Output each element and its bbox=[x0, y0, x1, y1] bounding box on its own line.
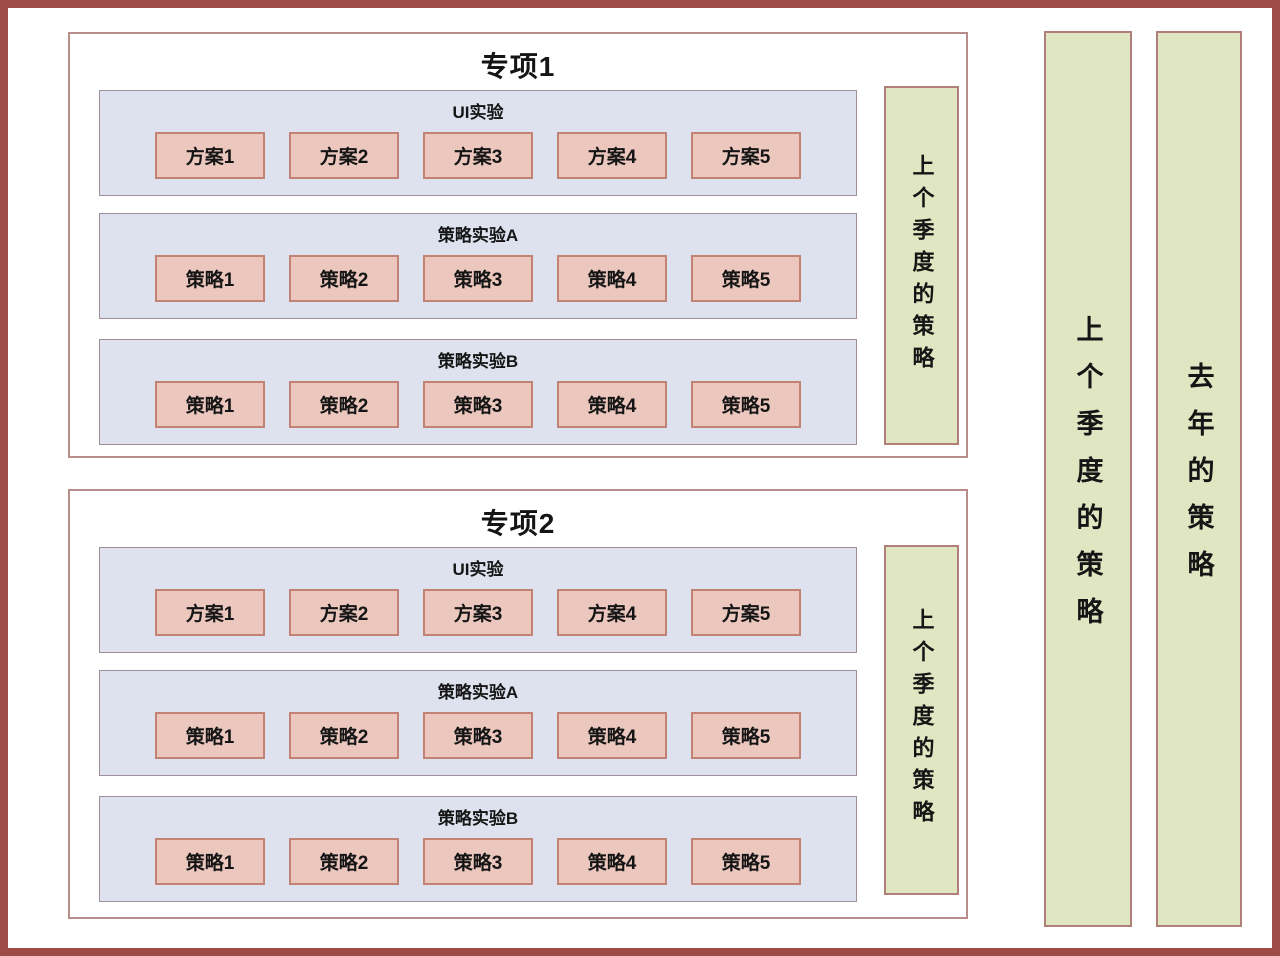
plan-box: 方案4 bbox=[557, 589, 667, 636]
strategy-box: 策略2 bbox=[289, 838, 399, 885]
strategy-box: 策略1 bbox=[155, 838, 265, 885]
strategy-box: 策略5 bbox=[691, 381, 801, 428]
strategy-box: 策略3 bbox=[423, 712, 533, 759]
section-label: UI实验 bbox=[452, 103, 504, 122]
ui-experiment-section: UI实验 方案1 方案2 方案3 方案4 方案5 bbox=[99, 547, 857, 653]
section-label: 策略实验B bbox=[437, 352, 519, 371]
strategy-experiment-b-section: 策略实验B 策略1 策略2 策略3 策略4 策略5 bbox=[99, 339, 857, 445]
strategy-box: 策略4 bbox=[557, 381, 667, 428]
plan-row: 方案1 方案2 方案3 方案4 方案5 bbox=[100, 132, 856, 179]
strategy-box: 策略2 bbox=[289, 381, 399, 428]
strategy-box: 策略5 bbox=[691, 255, 801, 302]
plan-box: 方案3 bbox=[423, 589, 533, 636]
strategy-experiment-a-section: 策略实验A 策略1 策略2 策略3 策略4 策略5 bbox=[99, 670, 857, 776]
plan-box: 方案2 bbox=[289, 589, 399, 636]
strategy-row: 策略1 策略2 策略3 策略4 策略5 bbox=[100, 255, 856, 302]
plan-box: 方案3 bbox=[423, 132, 533, 179]
plan-box: 方案4 bbox=[557, 132, 667, 179]
strategy-box: 策略2 bbox=[289, 712, 399, 759]
strategy-box: 策略1 bbox=[155, 255, 265, 302]
project-title: 专项1 bbox=[480, 51, 556, 82]
plan-box: 方案5 bbox=[691, 132, 801, 179]
strategy-experiment-a-section: 策略实验A 策略1 策略2 策略3 策略4 策略5 bbox=[99, 213, 857, 319]
strategy-box: 策略3 bbox=[423, 255, 533, 302]
plan-box: 方案1 bbox=[155, 132, 265, 179]
section-label: UI实验 bbox=[452, 560, 504, 579]
strategy-row: 策略1 策略2 策略3 策略4 策略5 bbox=[100, 838, 856, 885]
plan-box: 方案1 bbox=[155, 589, 265, 636]
strategy-box: 策略1 bbox=[155, 381, 265, 428]
vertical-label: 上个季度的策略 bbox=[909, 608, 935, 832]
section-label: 策略实验A bbox=[437, 683, 519, 702]
section-label: 策略实验B bbox=[437, 809, 519, 828]
last-quarter-strategy-column: 上个季度的策略 bbox=[1044, 31, 1132, 927]
project-2-panel: 专项2 UI实验 方案1 方案2 方案3 方案4 方案5 策略实验A 策略1 策… bbox=[68, 489, 968, 919]
strategy-box: 策略4 bbox=[557, 712, 667, 759]
vertical-label: 上个季度的策略 bbox=[909, 153, 935, 378]
plan-box: 方案2 bbox=[289, 132, 399, 179]
plan-row: 方案1 方案2 方案3 方案4 方案5 bbox=[100, 589, 856, 636]
section-label: 策略实验A bbox=[437, 226, 519, 245]
vertical-label: 去年的策略 bbox=[1183, 361, 1214, 597]
strategy-row: 策略1 策略2 策略3 策略4 策略5 bbox=[100, 381, 856, 428]
plan-box: 方案5 bbox=[691, 589, 801, 636]
strategy-box: 策略1 bbox=[155, 712, 265, 759]
ui-experiment-section: UI实验 方案1 方案2 方案3 方案4 方案5 bbox=[99, 90, 857, 196]
strategy-box: 策略5 bbox=[691, 712, 801, 759]
project-title: 专项2 bbox=[480, 508, 556, 539]
strategy-box: 策略3 bbox=[423, 838, 533, 885]
last-quarter-strategy-bar: 上个季度的策略 bbox=[884, 86, 959, 445]
vertical-label: 上个季度的策略 bbox=[1072, 314, 1103, 644]
last-year-strategy-column: 去年的策略 bbox=[1156, 31, 1242, 927]
strategy-box: 策略4 bbox=[557, 255, 667, 302]
last-quarter-strategy-bar: 上个季度的策略 bbox=[884, 545, 959, 895]
strategy-box: 策略5 bbox=[691, 838, 801, 885]
strategy-experiment-b-section: 策略实验B 策略1 策略2 策略3 策略4 策略5 bbox=[99, 796, 857, 902]
strategy-box: 策略4 bbox=[557, 838, 667, 885]
strategy-row: 策略1 策略2 策略3 策略4 策略5 bbox=[100, 712, 856, 759]
project-1-panel: 专项1 UI实验 方案1 方案2 方案3 方案4 方案5 策略实验A 策略1 策… bbox=[68, 32, 968, 458]
strategy-box: 策略3 bbox=[423, 381, 533, 428]
strategy-box: 策略2 bbox=[289, 255, 399, 302]
